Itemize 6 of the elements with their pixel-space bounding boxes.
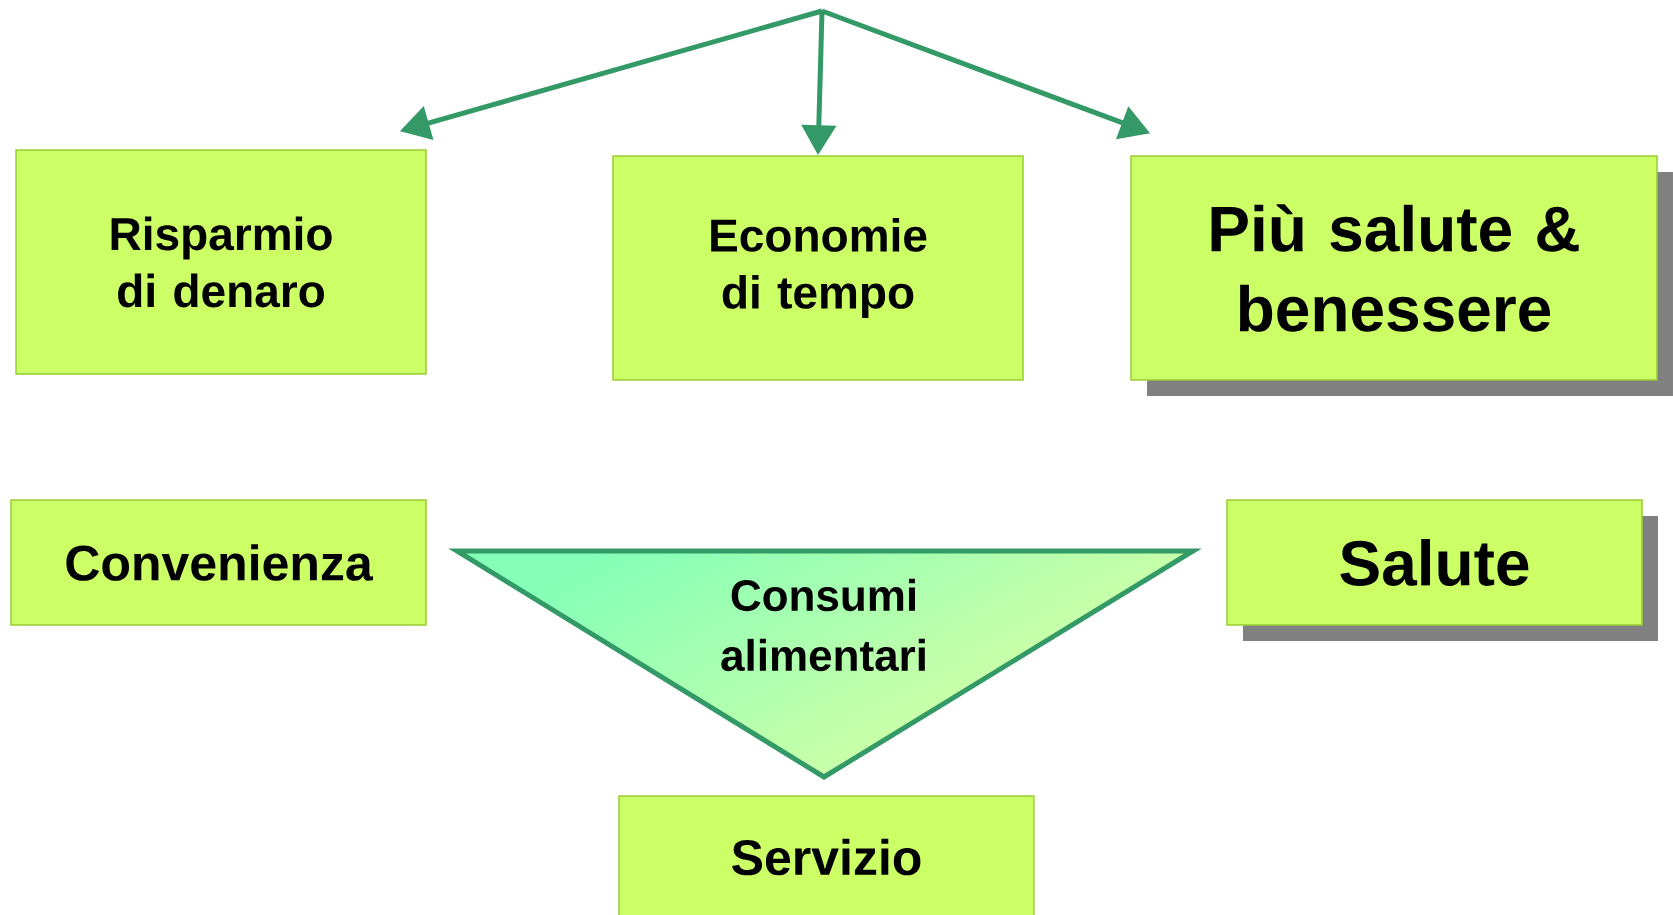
- process-box: Più salute & benessere: [1130, 155, 1673, 396]
- process-box: Servizio: [618, 795, 1035, 915]
- process-box: Convenienza: [10, 499, 427, 626]
- process-box: Risparmio di denaro: [15, 149, 427, 375]
- process-box: Economie di tempo: [612, 155, 1024, 381]
- process-box: Salute: [1226, 499, 1658, 641]
